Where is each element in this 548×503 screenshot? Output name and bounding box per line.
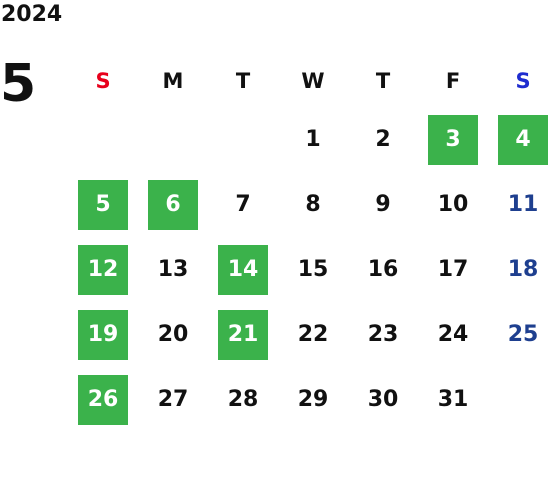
- calendar-day[interactable]: 30: [367, 387, 399, 412]
- calendar-cell: 9: [348, 172, 418, 237]
- calendar-cell: 12: [68, 237, 138, 302]
- calendar-cell: 20: [138, 302, 208, 367]
- calendar-day[interactable]: 2: [375, 127, 391, 152]
- calendar-day[interactable]: 20: [157, 322, 189, 347]
- calendar-day[interactable]: 28: [227, 387, 259, 412]
- highlighted-day[interactable]: 21: [218, 309, 268, 360]
- calendar-year: 2024: [1, 2, 63, 27]
- calendar-cell: 29: [278, 367, 348, 432]
- weekday-header-monday: M: [162, 69, 184, 93]
- calendar-day[interactable]: 13: [157, 257, 189, 282]
- calendar-cell: 18: [488, 237, 548, 302]
- calendar-cell: 30: [348, 367, 418, 432]
- weekday-header-tuesday: T: [235, 69, 251, 93]
- calendar-day[interactable]: 29: [297, 387, 329, 412]
- calendar-day[interactable]: 8: [305, 192, 321, 217]
- calendar-day[interactable]: 23: [367, 322, 399, 347]
- calendar-cell: 15: [278, 237, 348, 302]
- calendar-cell: 19: [68, 302, 138, 367]
- highlighted-day[interactable]: 14: [218, 244, 268, 295]
- highlighted-day[interactable]: 3: [428, 114, 478, 165]
- calendar-day[interactable]: 16: [367, 257, 399, 282]
- empty-day: [498, 375, 548, 425]
- calendar-cell: 26: [68, 367, 138, 432]
- calendar-cell: 13: [138, 237, 208, 302]
- calendar-cell: 1: [278, 107, 348, 172]
- calendar-cell: 28: [208, 367, 278, 432]
- calendar-day[interactable]: 1: [305, 127, 321, 152]
- calendar-cell: [208, 107, 278, 172]
- calendar-day[interactable]: 25: [507, 322, 539, 347]
- calendar-cell: 14: [208, 237, 278, 302]
- calendar-cell: 22: [278, 302, 348, 367]
- calendar-cell: 21: [208, 302, 278, 367]
- calendar-cell: 17: [418, 237, 488, 302]
- highlighted-day[interactable]: 5: [78, 179, 128, 230]
- calendar-day[interactable]: 7: [235, 192, 251, 217]
- empty-day: [218, 115, 268, 165]
- highlighted-day[interactable]: 19: [78, 309, 128, 360]
- calendar-cell: 25: [488, 302, 548, 367]
- calendar-cell: 7: [208, 172, 278, 237]
- empty-day: [148, 115, 198, 165]
- highlighted-day[interactable]: 6: [148, 179, 198, 230]
- weekday-header-wednesday: W: [301, 69, 325, 93]
- calendar-day[interactable]: 31: [437, 387, 469, 412]
- weekday-header-thursday: T: [375, 69, 391, 93]
- calendar-cell: [488, 367, 548, 432]
- calendar-cell: 5: [68, 172, 138, 237]
- calendar-month: 5: [0, 54, 37, 114]
- calendar-day[interactable]: 18: [507, 257, 539, 282]
- calendar-cell: 2: [348, 107, 418, 172]
- calendar-day[interactable]: 17: [437, 257, 469, 282]
- calendar-cell: 11: [488, 172, 548, 237]
- calendar-day[interactable]: 9: [375, 192, 391, 217]
- highlighted-day[interactable]: 4: [498, 114, 548, 165]
- calendar-cell: [68, 107, 138, 172]
- calendar-day[interactable]: 22: [297, 322, 329, 347]
- calendar-day[interactable]: 11: [507, 192, 539, 217]
- calendar-cell: 4: [488, 107, 548, 172]
- calendar-cell: 6: [138, 172, 208, 237]
- weekday-header-saturday: S: [515, 69, 531, 93]
- weekday-header-sunday: S: [95, 69, 111, 93]
- calendar-cell: [138, 107, 208, 172]
- weekday-header-friday: F: [445, 69, 461, 93]
- calendar-day[interactable]: 10: [437, 192, 469, 217]
- calendar-cell: 16: [348, 237, 418, 302]
- calendar-day[interactable]: 24: [437, 322, 469, 347]
- calendar-cell: 24: [418, 302, 488, 367]
- calendar-day[interactable]: 27: [157, 387, 189, 412]
- highlighted-day[interactable]: 12: [78, 244, 128, 295]
- calendar-cell: 23: [348, 302, 418, 367]
- calendar-cell: 10: [418, 172, 488, 237]
- empty-day: [78, 115, 128, 165]
- calendar-cell: 31: [418, 367, 488, 432]
- calendar-day[interactable]: 15: [297, 257, 329, 282]
- highlighted-day[interactable]: 26: [78, 374, 128, 425]
- calendar-cell: 27: [138, 367, 208, 432]
- calendar-cell: 3: [418, 107, 488, 172]
- calendar-cell: 8: [278, 172, 348, 237]
